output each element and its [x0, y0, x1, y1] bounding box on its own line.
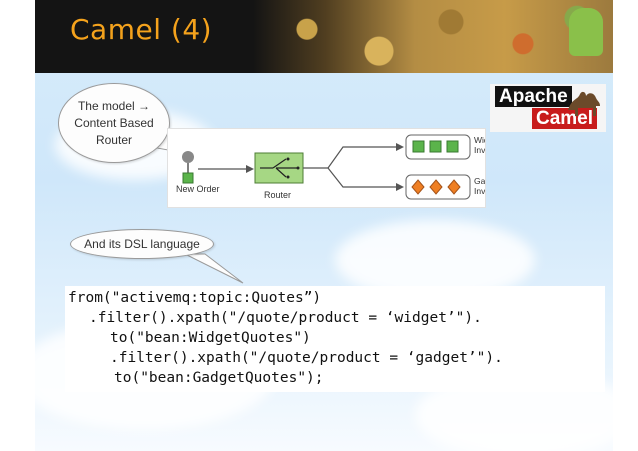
- logo-text-apache: Apache: [495, 86, 572, 107]
- code-line: to("bean:GadgetQuotes");: [114, 370, 324, 386]
- code-line: from("activemq:topic:Quotes”): [68, 290, 322, 306]
- new-order-label: New Order: [176, 184, 220, 194]
- flow-line-widget: [327, 146, 396, 169]
- router-diagram-svg: New Order Router: [176, 134, 510, 200]
- widget-label: Widget: [474, 135, 485, 145]
- callout-dsl: And its DSL language: [70, 229, 214, 259]
- gadget-inventory-label: Inventory: [474, 186, 485, 196]
- arrow-head-icon: [396, 143, 404, 151]
- flow-line-gadget: [327, 167, 396, 188]
- header-illustration: [253, 0, 613, 73]
- widget-queue: [405, 134, 471, 160]
- callout-model-line: Router: [95, 132, 132, 147]
- slide: Camel (4) The model → Content Based Rout…: [35, 0, 613, 451]
- code-line: .filter().xpath("/quote/product = ‘gadge…: [110, 350, 503, 366]
- code-line: .filter().xpath("/quote/product = ‘widge…: [89, 310, 482, 326]
- router-node: [254, 152, 304, 184]
- callout-model: The model → Content Based Router: [58, 83, 170, 163]
- arrow-head-icon: [246, 165, 254, 173]
- router-label: Router: [264, 190, 291, 200]
- new-order-node: [182, 151, 194, 184]
- logo-text-camel: Camel: [532, 108, 598, 129]
- dsl-code-block: from("activemq:topic:Quotes”) .filter().…: [65, 286, 605, 392]
- callout-dsl-text: And its DSL language: [84, 236, 200, 251]
- slide-header: Camel (4): [35, 0, 613, 73]
- camel-icon: [568, 91, 600, 116]
- content-based-router-diagram: New Order Router: [167, 128, 510, 208]
- slide-title: Camel (4): [70, 13, 213, 46]
- gadget-queue: [405, 174, 471, 200]
- gadget-label: Gadget: [474, 176, 485, 186]
- android-mascot-icon: [569, 8, 603, 56]
- callout-model-line: Content Based: [74, 115, 154, 130]
- apache-camel-logo: Apache Camel: [490, 84, 606, 132]
- code-line: to("bean:WidgetQuotes"): [110, 330, 311, 346]
- widget-inventory-label: Inventory: [474, 145, 485, 155]
- callout-model-line: The model →: [77, 98, 150, 113]
- arrow-head-icon: [396, 183, 404, 191]
